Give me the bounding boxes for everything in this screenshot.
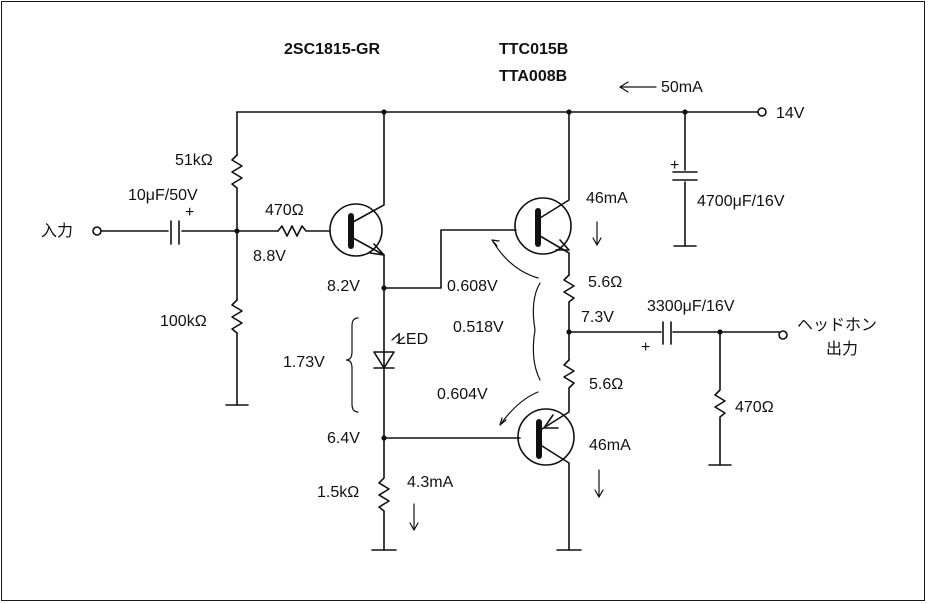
q3-collector: [541, 445, 570, 551]
vbe-bottom-arrow: [499, 391, 539, 426]
led-rays: [391, 333, 405, 344]
label-i-bottom: 46mA: [589, 437, 631, 454]
label-vbe-bottom: 0.604V: [437, 386, 488, 403]
label-r-base: 470Ω: [265, 202, 304, 219]
arrow-1k5-current: [409, 503, 419, 532]
q1-collector: [352, 111, 385, 223]
resistor-470-load: [714, 331, 726, 466]
transistor-q3: [517, 408, 575, 466]
label-led: LED: [397, 331, 428, 348]
supply-terminal: [757, 107, 767, 117]
label-vre: 0.518V: [453, 319, 504, 336]
part-q1: 2SC1815-GR: [284, 41, 380, 58]
label-c-supply-plus: +: [670, 157, 679, 174]
label-c-out: 3300μF/16V: [647, 298, 735, 315]
label-supply-i: 50mA: [661, 79, 703, 96]
label-c-out-plus: +: [641, 339, 650, 356]
label-r-bottom: 100kΩ: [160, 313, 207, 330]
q2-emitter: [539, 235, 570, 276]
label-input: 入力: [41, 222, 73, 240]
transistor-q1: [329, 203, 383, 257]
led-voltage-brace: [345, 317, 359, 413]
label-c-in: 10μF/50V: [128, 187, 198, 204]
label-c-in-plus: +: [185, 204, 194, 221]
label-supply-v: 14V: [776, 105, 805, 122]
q3-arrow: [543, 414, 559, 429]
arrow-q3-current: [594, 469, 604, 499]
vbe-top-arrow: [491, 239, 539, 279]
label-r-e-top: 5.6Ω: [588, 274, 622, 291]
input-terminal: [92, 226, 102, 236]
transistor-q2: [514, 197, 572, 255]
label-r-e-bottom: 5.6Ω: [589, 376, 623, 393]
resistor-470-base: [277, 225, 331, 237]
junction-dot: [566, 109, 572, 115]
vre-brace: [532, 282, 541, 381]
q3-emitter: [541, 404, 570, 430]
label-output-2: 出力: [826, 340, 858, 358]
junction-dot: [381, 109, 387, 115]
output-capacitor: [662, 321, 672, 345]
input-capacitor: [170, 220, 180, 245]
label-r-top: 51kΩ: [175, 152, 213, 169]
label-vbe-top: 0.608V: [447, 278, 498, 295]
resistor-51k: [231, 154, 243, 189]
q1-arrow: [369, 243, 385, 256]
q2-collector: [539, 111, 570, 219]
label-v-led-bottom: 6.4V: [327, 430, 360, 447]
part-q2: TTC015B: [499, 41, 568, 58]
label-c-supply: 4700μF/16V: [697, 193, 785, 210]
q1-to-q2-wire: [383, 229, 517, 289]
resistor-5r6-bottom: [563, 359, 575, 406]
label-r-emitter: 1.5kΩ: [317, 484, 359, 501]
label-i-emitter: 4.3mA: [407, 474, 454, 491]
part-q3: TTA008B: [499, 68, 567, 85]
resistor-1k5: [378, 437, 390, 551]
label-v-mid: 7.3V: [581, 309, 614, 326]
label-i-top: 46mA: [586, 190, 628, 207]
label-output-1: ヘッドホン: [797, 317, 877, 334]
output-terminal: [778, 330, 788, 340]
arrow-supply-current: [618, 81, 657, 93]
junction-dot: [381, 285, 387, 291]
arrow-q2-current: [592, 221, 602, 247]
supply-capacitor: [672, 171, 698, 181]
q1-emitter: [352, 237, 385, 439]
led-diode: [373, 351, 395, 369]
label-r-load: 470Ω: [735, 399, 774, 416]
label-v-base: 8.8V: [253, 248, 286, 265]
label-v-emitter: 8.2V: [327, 278, 360, 295]
resistor-5r6-top: [563, 274, 575, 361]
resistor-100k: [231, 299, 243, 334]
label-v-led: 1.73V: [283, 354, 325, 371]
q2-arrow: [555, 239, 570, 251]
